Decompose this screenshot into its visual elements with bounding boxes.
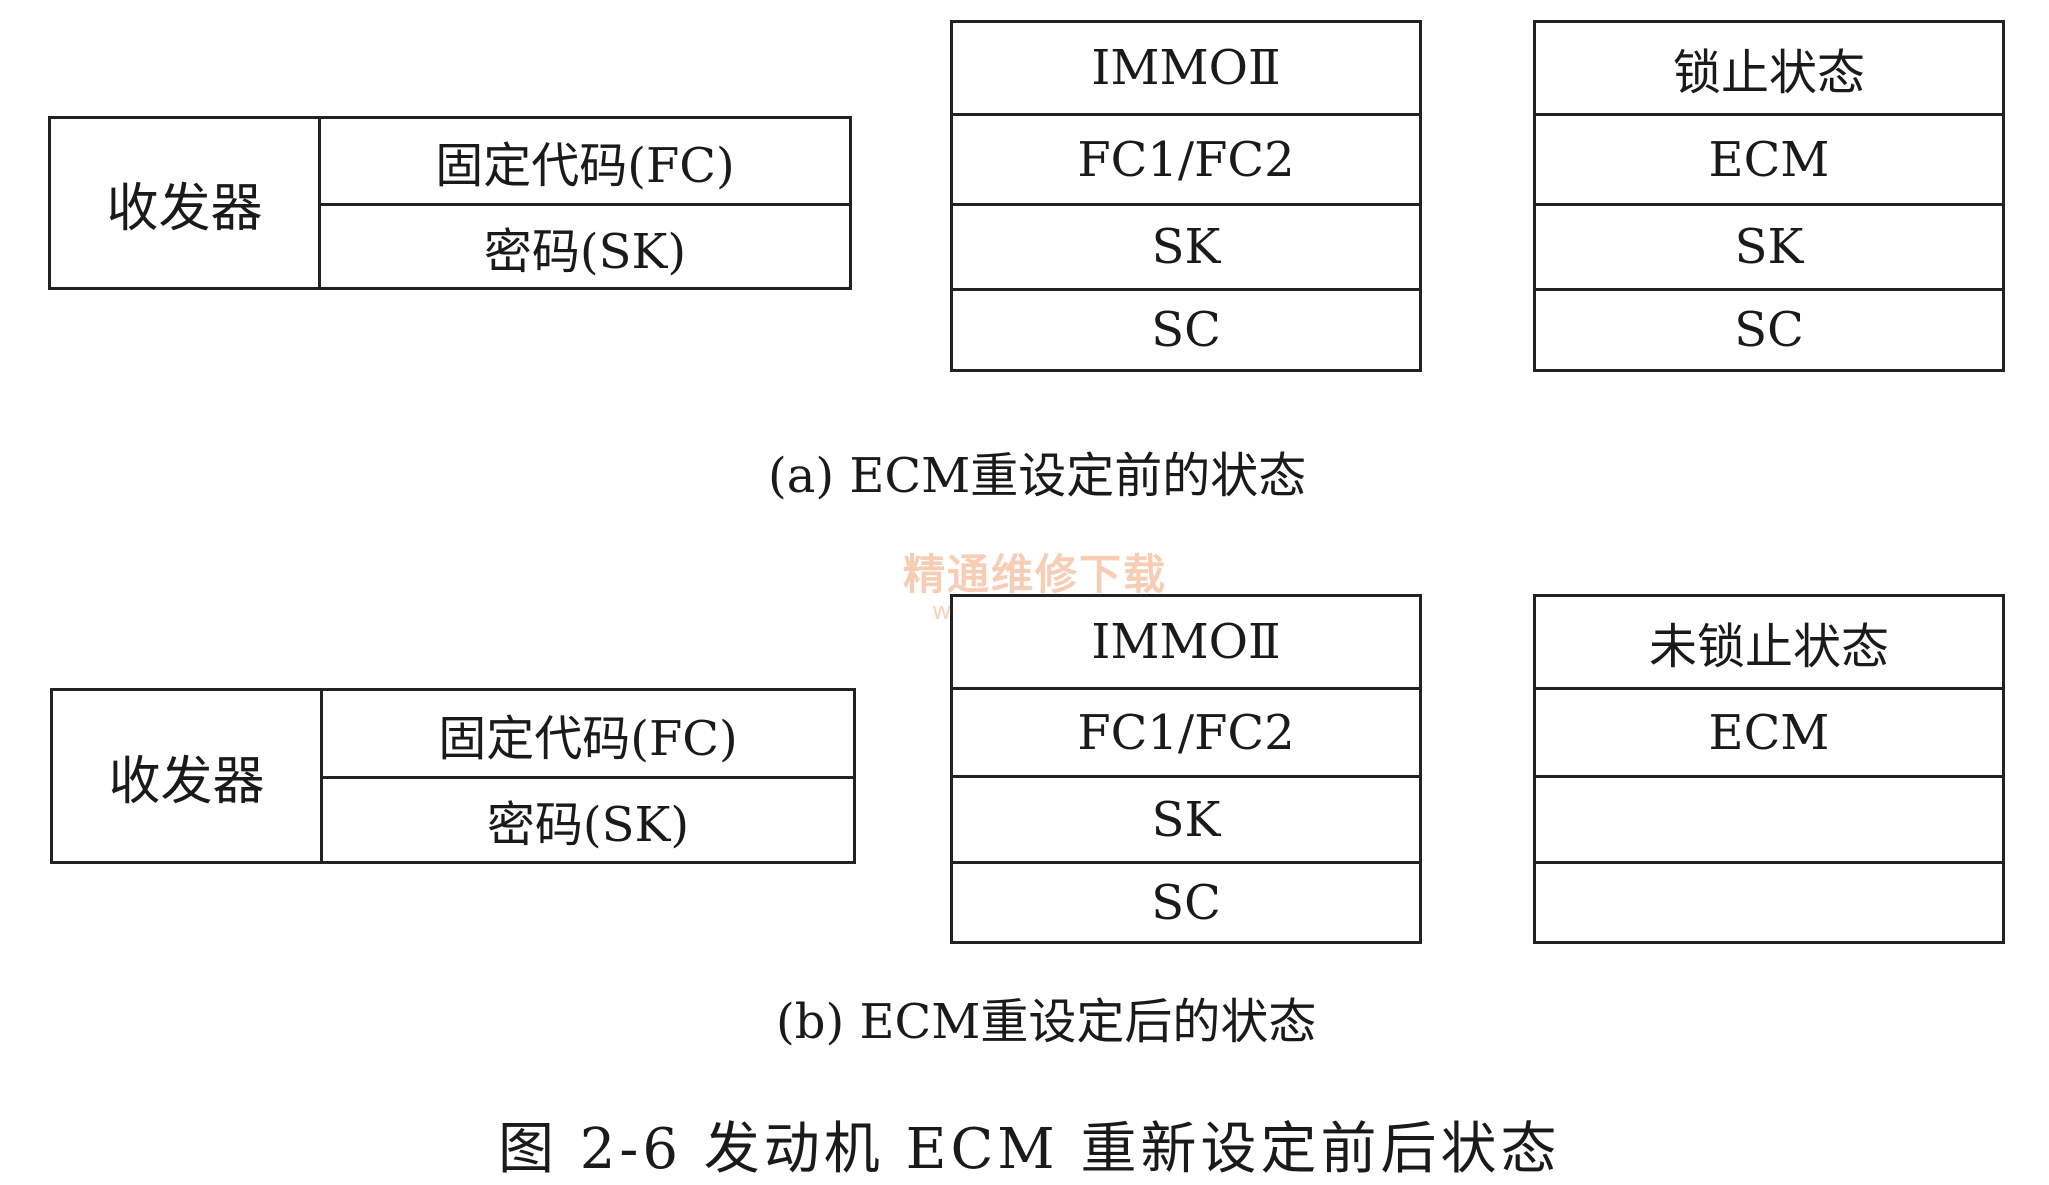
ecm-row-sk: SK — [1536, 203, 2002, 288]
fixed-code-field: 固定代码(FC) — [438, 710, 738, 767]
ecm-row-ecm: ECM — [1536, 113, 2002, 203]
caption-a: (a) ECM重设定前的状态 — [768, 448, 1307, 504]
immo-title: IMMOⅡ — [1091, 614, 1281, 670]
immo-row-sk: SK — [953, 203, 1419, 288]
figure-caption: 图 2-6 发动机 ECM 重新设定前后状态 — [498, 1117, 1561, 1182]
secret-key-field: 密码(SK) — [321, 203, 849, 287]
secret-key-field: 密码(SK) — [323, 776, 853, 861]
ecm-status-title: 锁止状态 — [1672, 45, 1865, 101]
immo-row-sc: SC — [953, 861, 1419, 941]
fixed-code-field: 固定代码(FC) — [435, 138, 735, 194]
transceiver-box-a: 收发器 固定代码(FC) 密码(SK) — [48, 116, 852, 290]
ecm-row-empty-2 — [1536, 861, 2002, 941]
immo-row-fc: FC1/FC2 — [953, 113, 1419, 203]
ecm-row-empty-1 — [1536, 775, 2002, 861]
immo-box-a: IMMOⅡ FC1/FC2 SK SC — [950, 20, 1422, 372]
watermark-text: 精通维修下载 — [902, 550, 1167, 599]
immo-row-sk: SK — [953, 775, 1419, 861]
transceiver-fields: 固定代码(FC) 密码(SK) — [323, 691, 853, 861]
immo-row-sc: SC — [953, 288, 1419, 369]
caption-b: (b) ECM重设定后的状态 — [776, 994, 1317, 1050]
ecm-row-ecm: ECM — [1536, 687, 2002, 775]
immo-box-b: IMMOⅡ FC1/FC2 SK SC — [950, 594, 1422, 944]
immo-row-fc: FC1/FC2 — [953, 687, 1419, 775]
ecm-box-a: 锁止状态 ECM SK SC — [1533, 20, 2005, 372]
transceiver-label: 收发器 — [51, 119, 321, 287]
transceiver-fields: 固定代码(FC) 密码(SK) — [321, 119, 849, 287]
immo-title: IMMOⅡ — [1091, 40, 1281, 96]
transceiver-label: 收发器 — [53, 691, 323, 861]
ecm-status-title: 未锁止状态 — [1648, 619, 1889, 675]
transceiver-box-b: 收发器 固定代码(FC) 密码(SK) — [50, 688, 856, 864]
ecm-row-sc: SC — [1536, 288, 2002, 369]
ecm-box-b: 未锁止状态 ECM — [1533, 594, 2005, 944]
